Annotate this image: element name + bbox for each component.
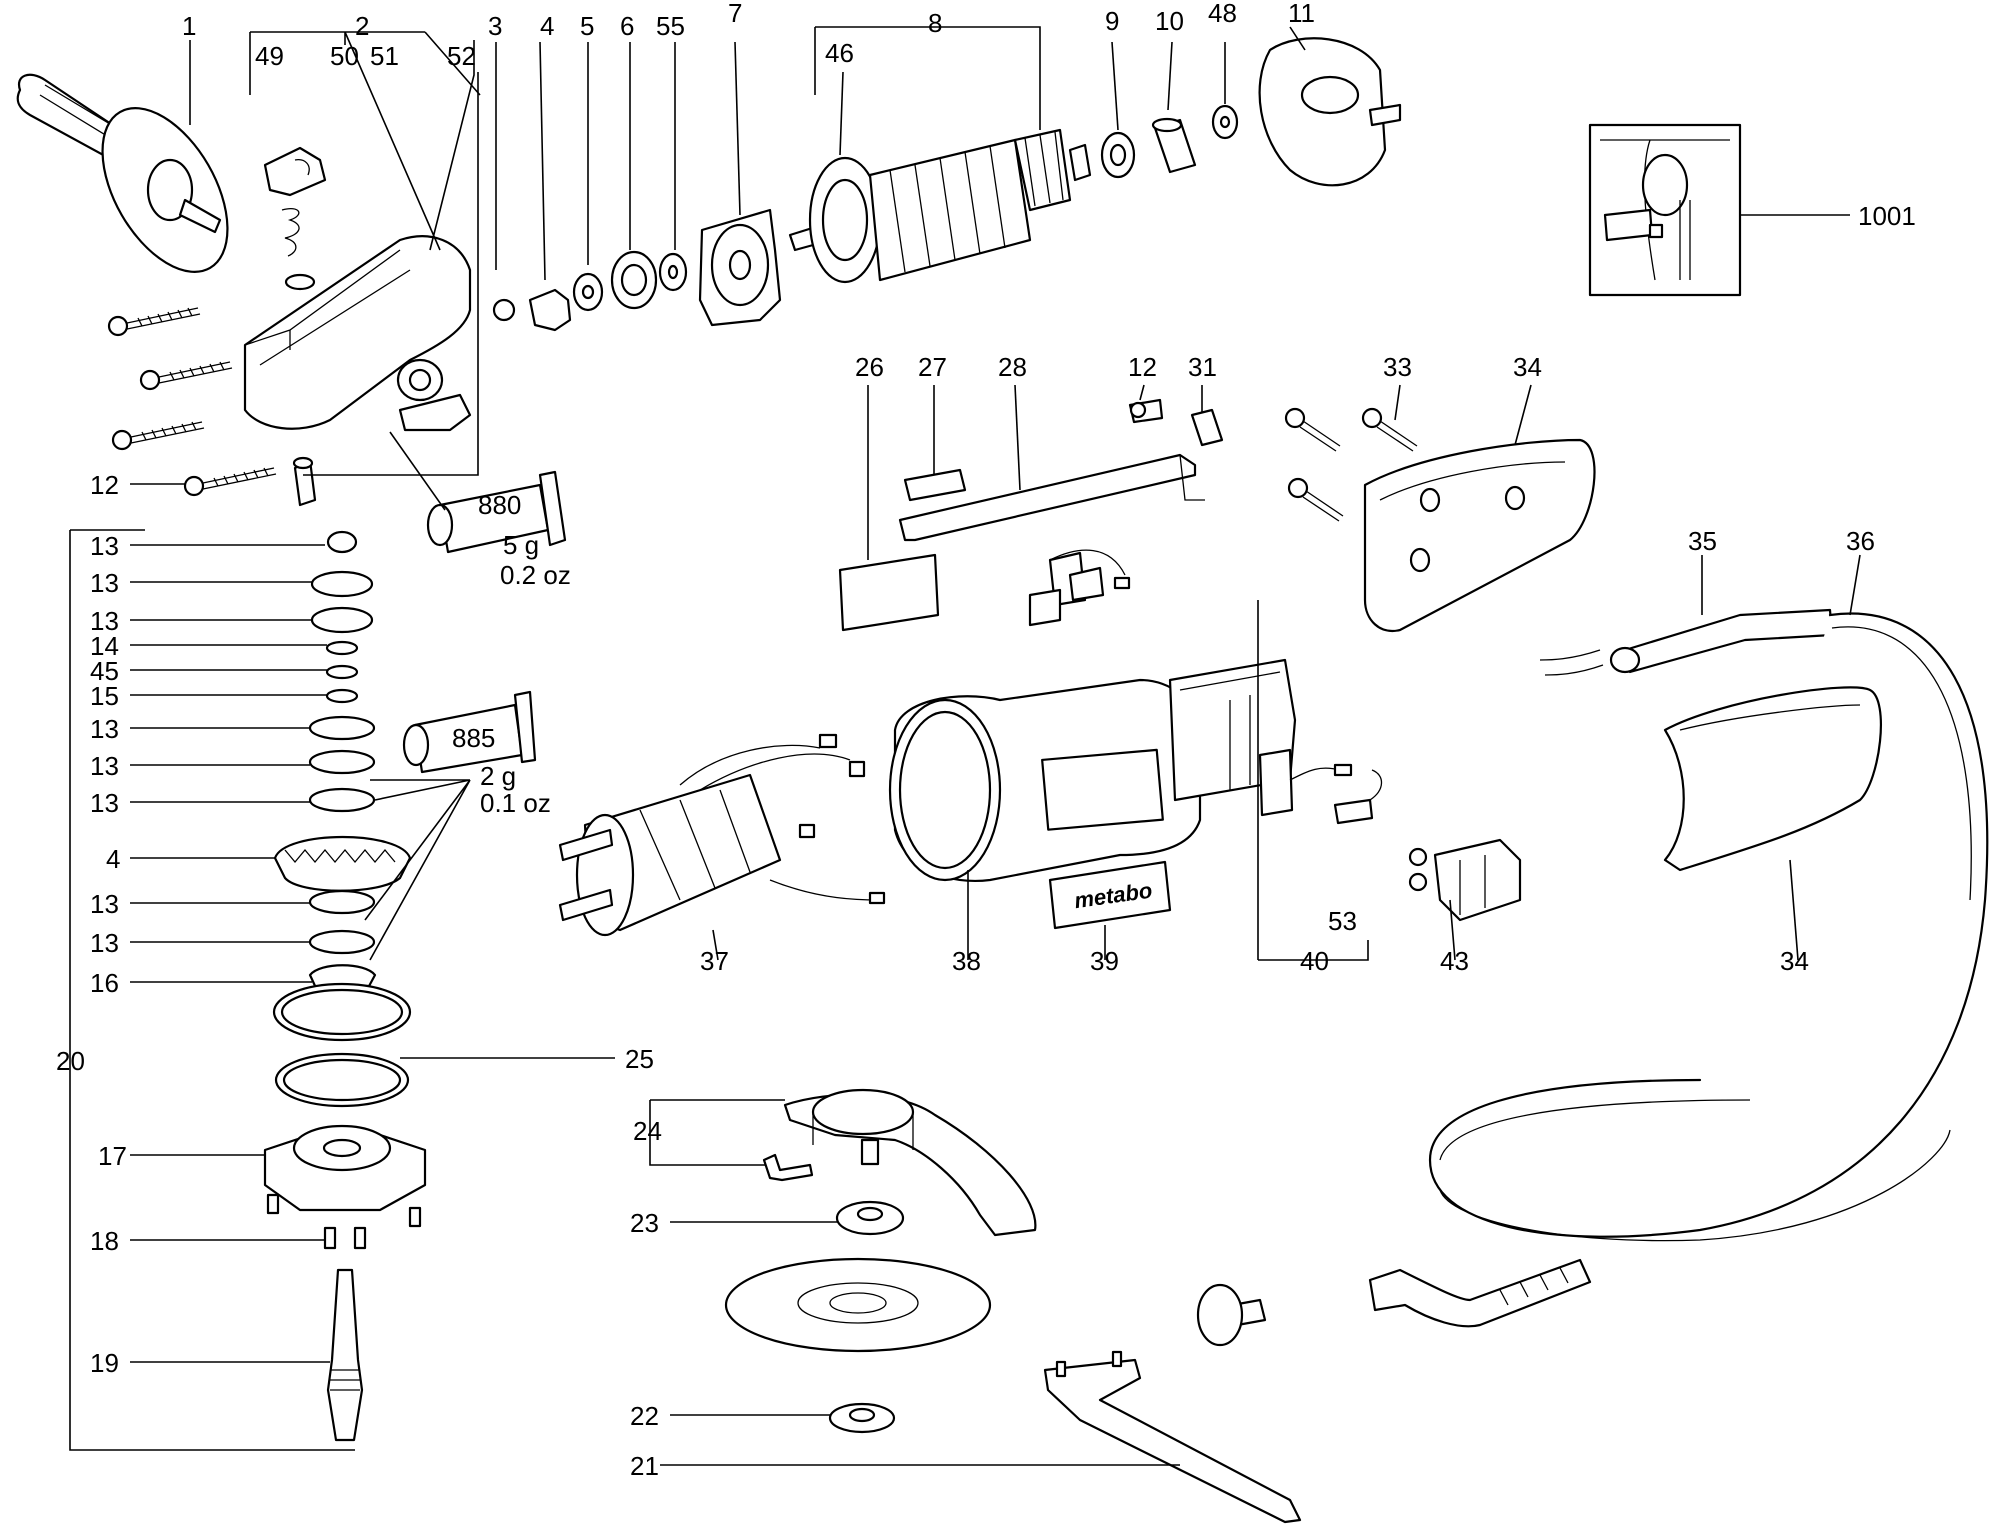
label-13-c: 13 (90, 606, 119, 636)
label-27: 27 (918, 352, 947, 382)
label-1001: 1001 (1858, 201, 1916, 231)
handle-cover-part-34-top (1363, 438, 1596, 633)
pin-wrench-part-21 (1043, 1350, 1302, 1524)
label-31: 31 (1188, 352, 1217, 382)
label-12-switch: 12 (1128, 352, 1157, 382)
label-13-d: 13 (90, 714, 119, 744)
outer-flange-part-23 (835, 1200, 905, 1236)
grease-880-weight: 5 g (503, 530, 539, 560)
label-34-bottom: 34 (1780, 946, 1809, 976)
grease-885-weight: 2 g (480, 761, 516, 791)
grease-tube-885: 885 2 g 0.1 oz (402, 690, 551, 818)
label-52: 52 (447, 41, 476, 71)
clamp-nut-part-22 (828, 1402, 896, 1434)
inset-detail-1001 (1588, 123, 1742, 297)
label-53: 53 (1328, 906, 1357, 936)
label-37: 37 (700, 946, 729, 976)
label-10: 10 (1155, 6, 1184, 36)
label-40: 40 (1300, 946, 1329, 976)
label-43: 43 (1440, 946, 1469, 976)
leader-lines (69, 26, 1861, 1466)
part-number-labels: 1 2 3 4 5 6 55 7 8 9 10 48 11 49 50 51 5… (56, 0, 1916, 1481)
label-55: 55 (656, 11, 685, 41)
label-25: 25 (625, 1044, 654, 1074)
label-13-f: 13 (90, 788, 119, 818)
label-46: 46 (825, 38, 854, 68)
wheel-guard-part-24 (762, 1088, 1037, 1237)
label-6: 6 (620, 11, 634, 41)
motor-housing-part-38 (888, 658, 1297, 882)
label-3: 3 (488, 11, 502, 41)
grease-885-ounces: 0.1 oz (480, 788, 551, 818)
label-51: 51 (370, 41, 399, 71)
label-38: 38 (952, 946, 981, 976)
label-28: 28 (998, 352, 1027, 382)
label-48: 48 (1208, 0, 1237, 28)
spindle-small-parts (492, 208, 782, 332)
label-45: 45 (90, 656, 119, 686)
logo-plate-part-39: metabo (1048, 860, 1172, 930)
label-36: 36 (1846, 526, 1875, 556)
label-13-e: 13 (90, 751, 119, 781)
label-9: 9 (1105, 6, 1119, 36)
brush-parts-part-40 (1028, 549, 1383, 825)
label-13-b: 13 (90, 568, 119, 598)
label-7: 7 (728, 0, 742, 28)
label-4: 4 (540, 11, 554, 41)
grease-880-code: 880 (478, 490, 521, 520)
gear-housing-assembly-part-2 (243, 146, 472, 507)
label-15: 15 (90, 681, 119, 711)
grease-880-ounces: 0.2 oz (500, 560, 571, 590)
label-49: 49 (255, 41, 284, 71)
label-24: 24 (633, 1116, 662, 1146)
label-1: 1 (182, 11, 196, 41)
grease-885-code: 885 (452, 723, 495, 753)
motor-end-cap-part-11 (1258, 37, 1402, 187)
label-13-a: 13 (90, 531, 119, 561)
power-cord-part-36 (1196, 608, 1989, 1347)
label-8: 8 (928, 8, 942, 38)
label-33: 33 (1383, 352, 1412, 382)
label-26: 26 (855, 352, 884, 382)
side-handle-part-1 (16, 73, 229, 273)
label-39: 39 (1090, 946, 1119, 976)
spindle-stack (263, 530, 427, 1442)
cover-screws-part-33 (1284, 407, 1418, 522)
label-14: 14 (90, 631, 119, 661)
label-5: 5 (580, 11, 594, 41)
label-50: 50 (330, 41, 359, 71)
label-13-h: 13 (90, 928, 119, 958)
grease-tube-880: 880 5 g 0.2 oz (426, 470, 571, 590)
label-11: 11 (1288, 0, 1315, 28)
switch-block-part-43 (1408, 838, 1522, 922)
switch-parts (838, 398, 1224, 632)
armature-bearings (1100, 104, 1239, 179)
label-18: 18 (90, 1226, 119, 1256)
label-16: 16 (90, 968, 119, 998)
field-stator-part-37 (558, 733, 886, 937)
label-13-g: 13 (90, 889, 119, 919)
label-4-stack: 4 (106, 844, 120, 874)
label-23: 23 (630, 1208, 659, 1238)
label-20: 20 (56, 1046, 85, 1076)
grinding-disc (724, 1257, 992, 1353)
label-21: 21 (630, 1451, 659, 1481)
label-17: 17 (98, 1141, 127, 1171)
label-2: 2 (355, 11, 369, 41)
label-34-top: 34 (1513, 352, 1542, 382)
label-19: 19 (90, 1348, 119, 1378)
housing-screws-part-12 (107, 307, 277, 497)
label-35: 35 (1688, 526, 1717, 556)
label-12: 12 (90, 470, 119, 500)
label-22: 22 (630, 1401, 659, 1431)
armature-part-8 (788, 128, 1092, 284)
